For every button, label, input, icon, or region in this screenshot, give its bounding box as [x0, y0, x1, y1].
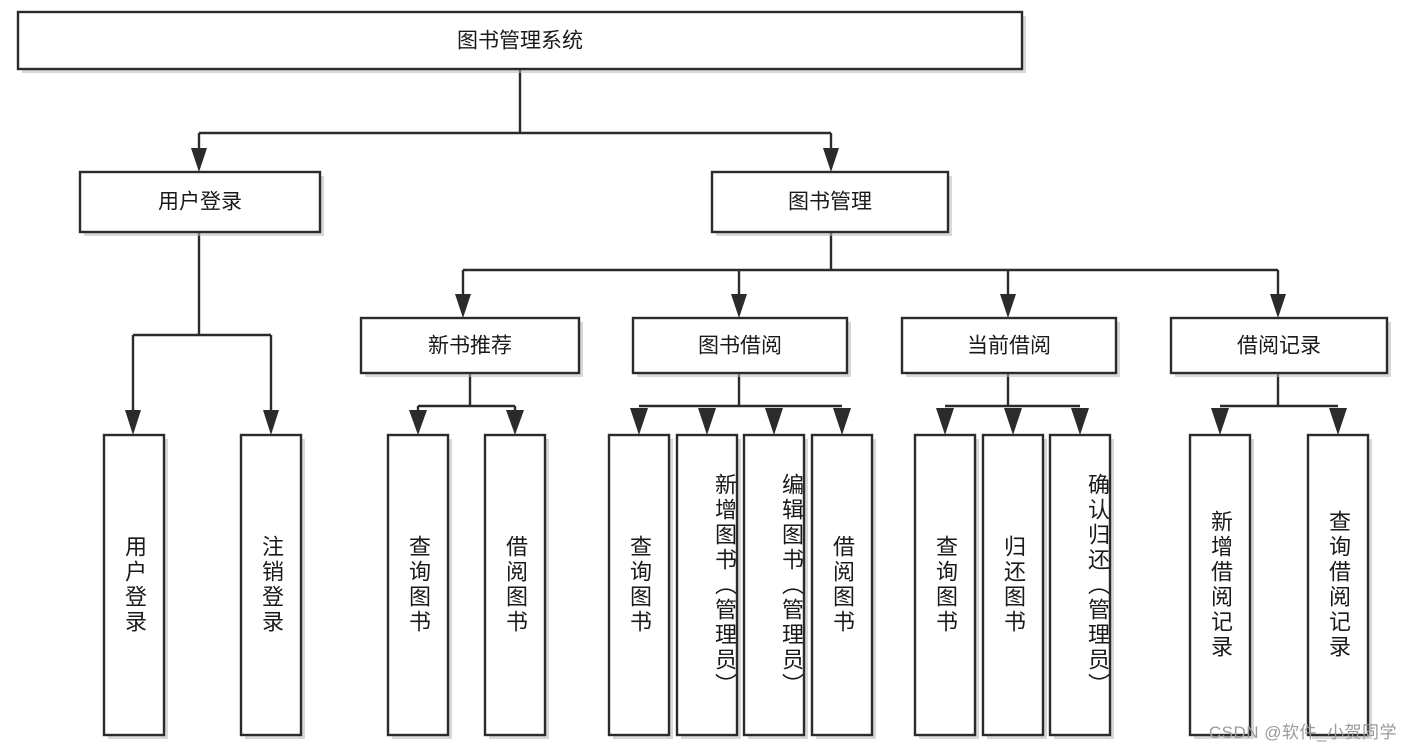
leaf-box-query-book-borrow[interactable] — [607, 433, 671, 737]
node-user-login-box[interactable] — [78, 170, 322, 234]
arrow-current-to-return-book — [1004, 408, 1022, 435]
arrow-book-mgmt-to-new-book — [455, 294, 471, 318]
leaf-box-logout[interactable] — [239, 433, 303, 737]
connector-group-book-mgmt-children — [455, 232, 1286, 318]
arrow-user-login-to-user-login-leaf — [125, 410, 141, 435]
arrow-user-login-to-logout-leaf — [263, 410, 279, 435]
leaf-box-user-login[interactable] — [102, 433, 166, 737]
node-root-box[interactable] — [16, 10, 1024, 71]
connector-group-borrow-children — [630, 373, 851, 435]
connector-group-records-children — [1211, 373, 1347, 435]
node-user-login[interactable]: 用户登录 — [78, 170, 324, 236]
leaf-box-query-book-current[interactable] — [913, 433, 977, 737]
node-root-system[interactable]: 图书管理系统 — [16, 10, 1026, 73]
arrow-borrow-to-edit-book — [765, 408, 783, 435]
connector-group-new-book-children — [409, 373, 524, 435]
arrow-root-to-book-mgmt — [823, 148, 839, 172]
node-borrow-records-label: 借阅记录 — [1237, 335, 1321, 358]
node-book-borrow-box[interactable] — [631, 316, 849, 375]
node-current-borrow-box[interactable] — [900, 316, 1118, 375]
node-book-management-box[interactable] — [710, 170, 950, 234]
arrow-book-mgmt-to-borrow — [731, 294, 747, 318]
arrow-book-mgmt-to-current — [1000, 294, 1016, 318]
leaf-box-return-book[interactable] — [981, 433, 1045, 737]
leaf-box-group — [102, 433, 1372, 739]
arrow-borrow-to-query-book — [630, 408, 648, 435]
node-book-management-label: 图书管理 — [788, 191, 872, 214]
connector-group-current-children — [936, 373, 1089, 435]
arrow-new-book-to-query-book — [409, 410, 427, 435]
node-borrow-records-box[interactable] — [1169, 316, 1389, 375]
leaf-box-query-book-recommend[interactable] — [386, 433, 450, 737]
arrow-records-to-add-record — [1211, 408, 1229, 435]
arrow-borrow-to-borrow-book — [833, 408, 851, 435]
leaf-box-add-borrow-record[interactable] — [1188, 433, 1252, 737]
node-root-label: 图书管理系统 — [457, 30, 583, 53]
arrow-records-to-query-record — [1329, 408, 1347, 435]
node-user-login-label: 用户登录 — [158, 191, 242, 214]
leaf-box-query-borrow-record[interactable] — [1306, 433, 1370, 737]
node-current-borrow-label: 当前借阅 — [967, 335, 1051, 358]
node-new-book-recommend-label: 新书推荐 — [428, 335, 512, 358]
csdn-watermark: CSDN @软件_小贺同学 — [1208, 723, 1397, 742]
arrow-root-to-user-login — [191, 148, 207, 172]
leaf-box-confirm-return-admin[interactable] — [1048, 433, 1112, 737]
arrow-new-book-to-borrow-book — [506, 410, 524, 435]
node-new-book-recommend[interactable]: 新书推荐 — [359, 316, 583, 377]
node-book-borrow-label: 图书借阅 — [698, 335, 782, 358]
arrow-current-to-confirm-return — [1071, 408, 1089, 435]
arrow-book-mgmt-to-records — [1270, 294, 1286, 318]
arrow-borrow-to-add-book — [698, 408, 716, 435]
connector-group-root-to-level2 — [191, 69, 839, 172]
node-book-borrow[interactable]: 图书借阅 — [631, 316, 851, 377]
arrow-current-to-query-book — [936, 408, 954, 435]
connector-group-user-login-children — [125, 232, 279, 435]
leaf-box-borrow-book[interactable] — [810, 433, 874, 737]
leaf-box-add-book-admin[interactable] — [675, 433, 739, 737]
node-borrow-records[interactable]: 借阅记录 — [1169, 316, 1391, 377]
node-current-borrow[interactable]: 当前借阅 — [900, 316, 1120, 377]
node-new-book-recommend-box[interactable] — [359, 316, 581, 375]
leaf-box-edit-book-admin[interactable] — [742, 433, 806, 737]
leaf-box-borrow-book-recommend[interactable] — [483, 433, 547, 737]
node-book-management[interactable]: 图书管理 — [710, 170, 952, 236]
